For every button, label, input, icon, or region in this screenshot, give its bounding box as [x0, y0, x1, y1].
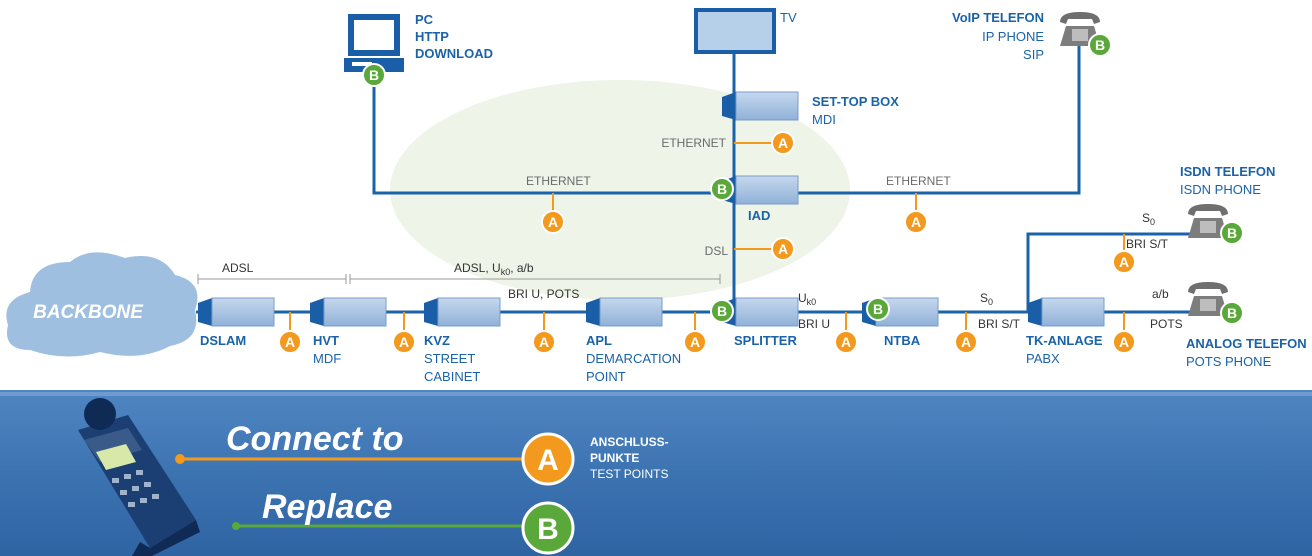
svg-text:B: B	[369, 67, 379, 83]
backbone-label: BACKBONE	[33, 302, 144, 323]
test-point-a-badge: A	[278, 330, 302, 354]
distance-markers	[197, 274, 721, 284]
test-point-a-badge: A	[771, 237, 795, 261]
test-point-a-badge: A	[771, 131, 795, 155]
tk-anlage-device	[1027, 297, 1105, 327]
pots-label: POTS	[1150, 317, 1183, 331]
test-point-a-badge: A	[541, 210, 565, 234]
svg-text:A: A	[1119, 254, 1129, 270]
replace-b-badge: B	[1220, 221, 1244, 245]
svg-text:A: A	[548, 214, 558, 230]
dslam-label: DSLAM	[200, 333, 246, 348]
svg-text:B: B	[717, 303, 727, 319]
test-point-a-badge: A	[834, 330, 858, 354]
uk0-label: Uk0	[798, 291, 816, 307]
test-point-a-badge: A	[683, 330, 707, 354]
adsl-label: ADSL	[222, 261, 254, 275]
svg-text:B: B	[537, 513, 559, 546]
svg-text:A: A	[841, 334, 851, 350]
replace-label: Replace	[262, 488, 392, 526]
test-points-legend: ANSCHLUSS- PUNKTE TEST POINTS	[590, 433, 673, 481]
svg-text:A: A	[399, 334, 409, 350]
s0-label: S0	[980, 291, 993, 307]
test-point-a-badge: A	[392, 330, 416, 354]
replace-b-badge: B	[362, 63, 386, 87]
svg-text:A: A	[537, 444, 559, 477]
adsl-uk0-label: ADSL, Uk0, a/b	[454, 261, 534, 277]
apl-device	[585, 297, 663, 327]
replace-b-badge: B	[710, 177, 734, 201]
ethernet-voip-label: ETHERNET	[886, 174, 951, 188]
ethernet-pc-label: ETHERNET	[526, 174, 591, 188]
replace-b-badge: B	[1220, 301, 1244, 325]
svg-text:B: B	[873, 301, 883, 317]
svg-text:A: A	[1119, 334, 1129, 350]
set-top-box-device	[721, 91, 799, 121]
svg-text:A: A	[778, 241, 788, 257]
legend-a-badge: A	[521, 432, 575, 486]
test-point-a-badge: A	[1112, 250, 1136, 274]
legend-band	[0, 390, 1312, 556]
replace-badges: B B B B B B B	[362, 33, 1244, 325]
replace-b-badge: B	[710, 299, 734, 323]
badge-leads	[289, 142, 1125, 332]
backbone-cloud	[6, 252, 198, 357]
tv-label: TV	[780, 10, 797, 25]
svg-text:A: A	[961, 334, 971, 350]
s0-isdn-label: S0	[1142, 211, 1155, 227]
ab-label: a/b	[1152, 287, 1169, 301]
svg-text:A: A	[690, 334, 700, 350]
test-point-a-badge: A	[954, 330, 978, 354]
svg-text:B: B	[1095, 37, 1105, 53]
bri-u-label: BRI U	[798, 317, 830, 331]
dsl-label: DSL	[705, 244, 729, 258]
svg-text:B: B	[1227, 225, 1237, 241]
replace-b-badge: B	[866, 297, 890, 321]
hvt-device	[309, 297, 387, 327]
test-point-a-badge: A	[904, 210, 928, 234]
svg-text:A: A	[778, 135, 788, 151]
connect-to-label: Connect to	[226, 420, 404, 458]
bri-st-isdn-label: BRI S/T	[1126, 237, 1169, 251]
svg-text:B: B	[717, 181, 727, 197]
kvz-device	[423, 297, 501, 327]
dslam-device	[197, 297, 275, 327]
bri-st-label: BRI S/T	[978, 317, 1021, 331]
test-point-a-badge: A	[1112, 330, 1136, 354]
svg-text:A: A	[911, 214, 921, 230]
svg-text:A: A	[539, 334, 549, 350]
svg-text:B: B	[1227, 305, 1237, 321]
splitter-label: SPLITTER	[734, 333, 797, 348]
svg-text:A: A	[285, 334, 295, 350]
test-point-badges: A A A A A A A A A A A A	[278, 131, 1136, 354]
tester-device-icon	[78, 398, 200, 556]
iad-label: IAD	[748, 208, 770, 223]
tv-icon	[694, 8, 776, 54]
ntba-label: NTBA	[884, 333, 921, 348]
replace-b-badge: B	[1088, 33, 1112, 57]
test-point-a-badge: A	[532, 330, 556, 354]
bri-u-pots-label: BRI U, POTS	[508, 287, 579, 301]
legend-b-badge: B	[521, 501, 575, 555]
ethernet-stb-label: ETHERNET	[661, 136, 726, 150]
